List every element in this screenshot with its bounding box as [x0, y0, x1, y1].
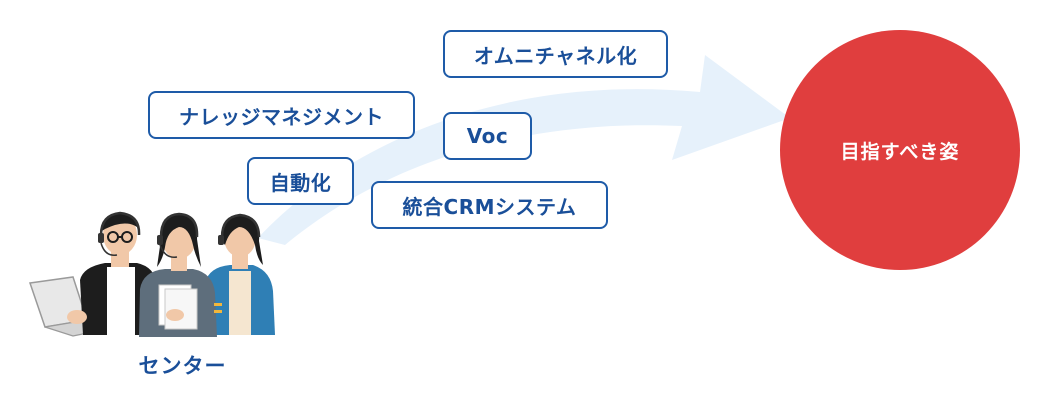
goal-circle: 目指すべき姿: [780, 30, 1020, 270]
tag-voc: Voc: [443, 112, 532, 160]
agent-right-icon: [205, 213, 275, 335]
agent-middle-icon: [139, 212, 217, 337]
goal-label: 目指すべき姿: [840, 140, 960, 163]
call-center-agents-icon: [28, 211, 275, 337]
tag-crm-system: 統合CRMシステム: [371, 181, 608, 229]
center-label: センター: [138, 354, 227, 378]
tag-voc-label: Voc: [466, 124, 509, 148]
tag-automation: 自動化: [247, 157, 354, 205]
tag-omnichannel-label: オムニチャネル化: [473, 43, 638, 68]
tag-knowledge-management-label: ナレッジマネジメント: [179, 104, 384, 129]
tag-omnichannel: オムニチャネル化: [443, 30, 668, 78]
agent-left-icon: [67, 211, 159, 335]
tag-automation-label: 自動化: [269, 170, 332, 195]
sticky-notes-icon: [214, 303, 222, 313]
tag-crm-system-label: 統合CRMシステム: [402, 194, 577, 219]
tag-knowledge-management: ナレッジマネジメント: [148, 91, 415, 139]
